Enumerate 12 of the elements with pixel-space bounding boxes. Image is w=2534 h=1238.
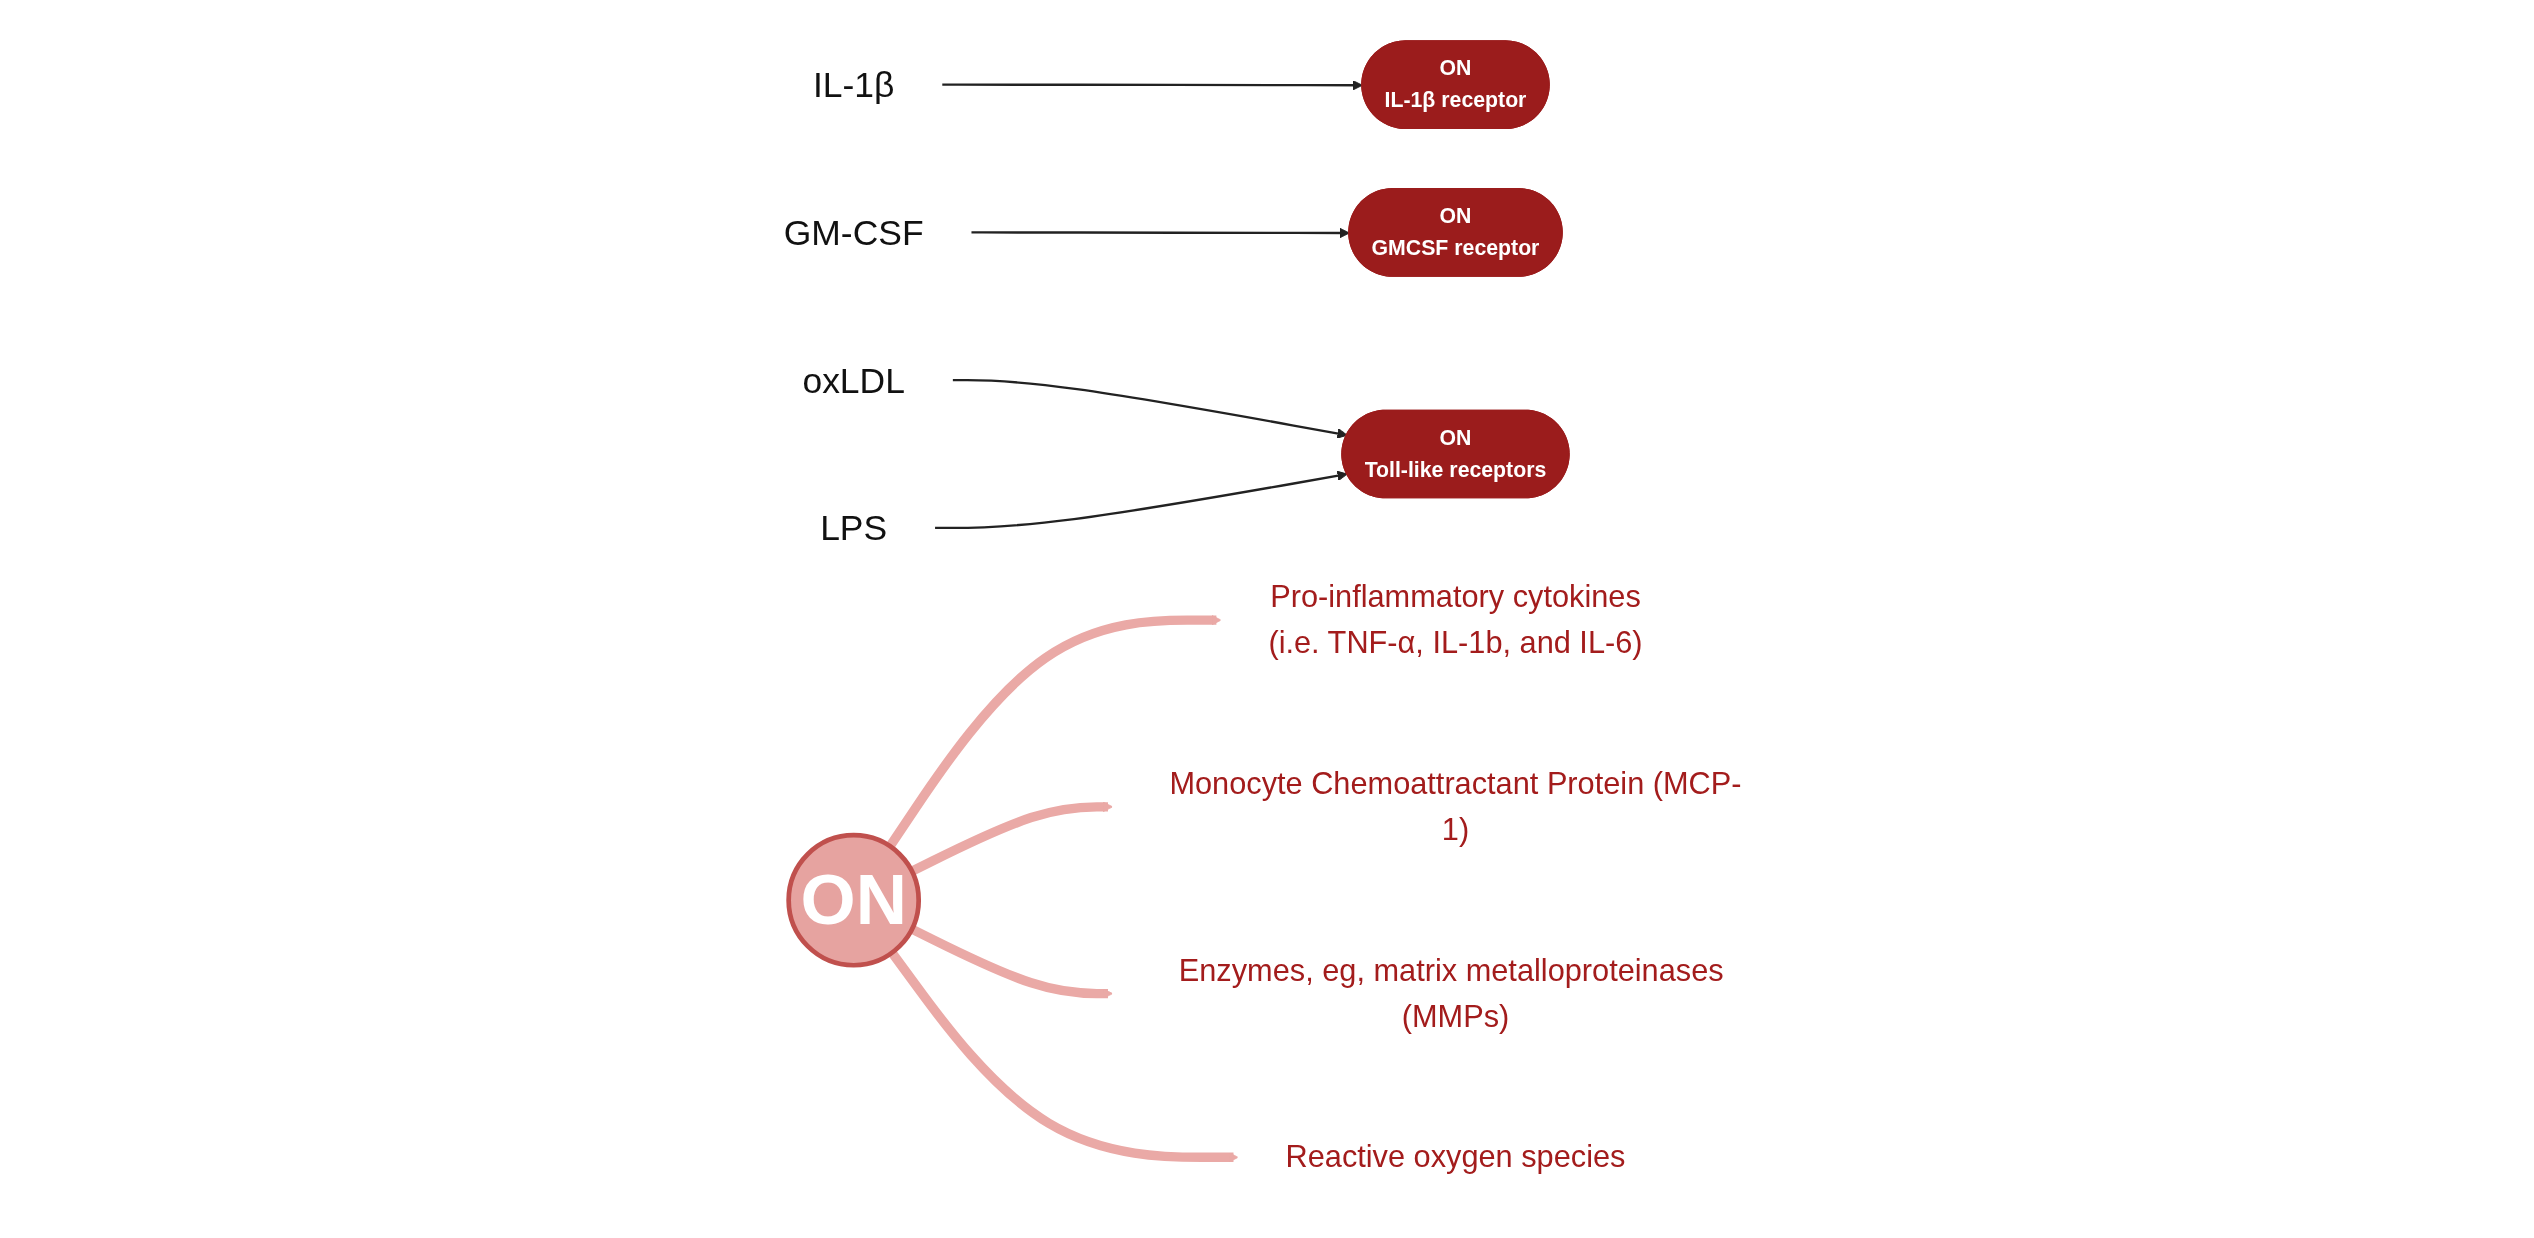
node-text: oxLDL: [802, 360, 905, 400]
node-text: IL-1β: [812, 64, 895, 104]
arrow: [934, 470, 1348, 529]
arrow: [909, 801, 1113, 876]
node-text: Monocyte Chemoattractant Protein (MCP-1): [1169, 765, 1742, 847]
node-text: Enzymes, eg, matrix metalloproteinases (MMPs): [1178, 952, 1724, 1034]
node-circle: [785, 832, 921, 968]
arrow: [909, 924, 1113, 999]
node-text: Pro-inflammatory cytokines (i.e. TNF-α, IL-1b, and IL-6): [1268, 578, 1643, 661]
node-text: Reactive oxygen species: [1285, 1138, 1626, 1175]
node-text: LPS: [819, 508, 887, 548]
node-text: GM-CSF: [783, 212, 924, 252]
